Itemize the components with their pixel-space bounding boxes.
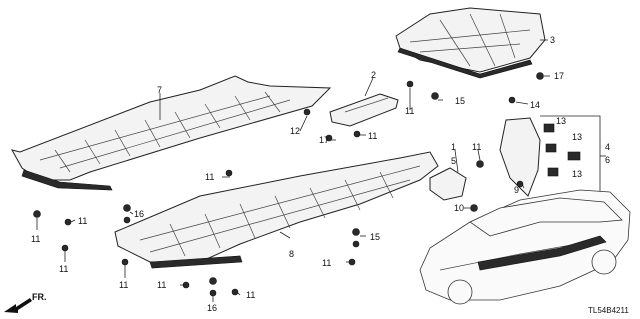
callout-16: 16 bbox=[134, 209, 144, 219]
callout-11k: 11 bbox=[322, 258, 331, 268]
bracket-5 bbox=[429, 167, 467, 201]
callout-17b: 17 bbox=[319, 135, 329, 145]
callout-9: 9 bbox=[514, 185, 519, 195]
callout-13a: 13 bbox=[556, 116, 566, 126]
callout-11e: 11 bbox=[31, 234, 40, 244]
callout-11c: 11 bbox=[472, 142, 481, 152]
callout-17: 17 bbox=[554, 71, 564, 81]
callout-16b: 16 bbox=[207, 303, 217, 313]
splash-shield bbox=[499, 117, 541, 197]
reference-code: TL54B4211 bbox=[588, 306, 629, 315]
callout-7: 7 bbox=[157, 85, 162, 95]
callout-4: 4 bbox=[605, 142, 610, 152]
small-cover-panel bbox=[329, 93, 399, 127]
callout-labels: 7 2 3 1 5 4 6 8 9 10 12 14 15 16 17 17 1… bbox=[31, 35, 610, 313]
callout-6: 6 bbox=[605, 155, 610, 165]
callout-11d: 11 bbox=[205, 172, 214, 182]
callout-13b: 13 bbox=[572, 132, 582, 142]
callout-3: 3 bbox=[550, 35, 555, 45]
callout-11b: 11 bbox=[405, 106, 414, 116]
undercover-center-panel bbox=[114, 151, 439, 269]
callout-5: 5 bbox=[451, 156, 456, 166]
undercover-left-panel bbox=[11, 75, 332, 191]
callout-11i: 11 bbox=[157, 280, 166, 290]
vehicle-location-illustration bbox=[419, 189, 631, 305]
callout-11a: 11 bbox=[368, 131, 377, 141]
callout-14: 14 bbox=[530, 100, 540, 110]
leader-lines bbox=[36, 39, 606, 302]
callout-1: 1 bbox=[451, 142, 456, 152]
callout-10: 10 bbox=[454, 203, 464, 213]
clip-13c bbox=[567, 151, 581, 161]
callout-13c: 13 bbox=[572, 169, 582, 179]
callout-12: 12 bbox=[290, 126, 300, 136]
clip-13d bbox=[547, 167, 559, 177]
clip-13b bbox=[545, 143, 557, 153]
callout-8: 8 bbox=[289, 249, 294, 259]
callout-2: 2 bbox=[371, 70, 376, 80]
callout-11h: 11 bbox=[119, 280, 128, 290]
callout-11f: 11 bbox=[78, 216, 87, 226]
direction-label: FR. bbox=[32, 292, 47, 302]
callout-11g: 11 bbox=[59, 264, 68, 274]
callout-11j: 11 bbox=[246, 290, 255, 300]
front-direction-arrow: FR. bbox=[4, 292, 47, 313]
callout-15: 15 bbox=[455, 96, 465, 106]
engine-undercover-panel bbox=[395, 7, 546, 79]
callout-15b: 15 bbox=[370, 232, 380, 242]
clip-13a bbox=[543, 123, 555, 133]
